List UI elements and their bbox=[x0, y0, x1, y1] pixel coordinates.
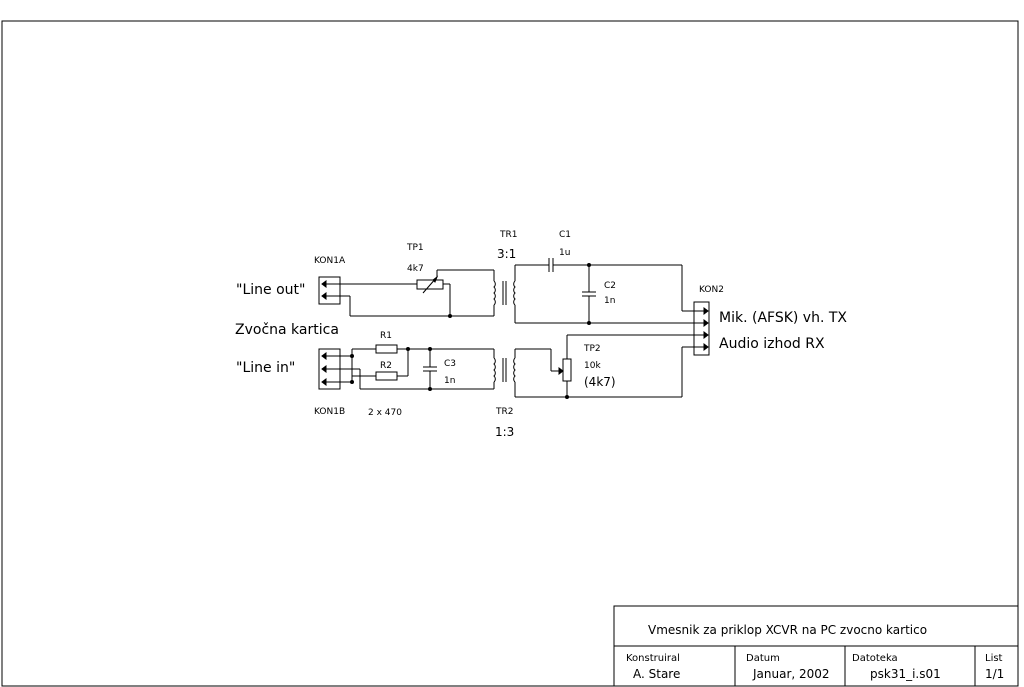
tr2-ratio: 1:3 bbox=[495, 425, 514, 439]
tr1-ref: TR1 bbox=[499, 230, 517, 240]
kon2-label: KON2 bbox=[699, 285, 724, 295]
tp2-value: 10k bbox=[584, 361, 601, 371]
tp2-ref: TP2 bbox=[583, 344, 601, 354]
audio-rx-label: Audio izhod RX bbox=[719, 336, 825, 352]
drawing-title: Vmesnik za priklop XCVR na PC zvocno kar… bbox=[648, 623, 927, 637]
kon1b-label: KON1B bbox=[314, 407, 345, 417]
tr1-ratio: 3:1 bbox=[497, 247, 516, 261]
date-label: Datum bbox=[746, 653, 780, 664]
c2-value: 1n bbox=[604, 296, 615, 306]
designer-label: Konstruiral bbox=[626, 653, 680, 664]
title-block-frame bbox=[613, 605, 1019, 687]
bottom-junctions bbox=[350, 347, 569, 399]
tp1-ref: TP1 bbox=[406, 243, 424, 253]
connector-kon2 bbox=[693, 301, 710, 356]
c1-value: 1u bbox=[559, 248, 570, 258]
top-junctions bbox=[448, 263, 591, 325]
connector-kon1a bbox=[318, 276, 341, 305]
sheet-border bbox=[1, 20, 1019, 687]
mic-tx-label: Mik. (AFSK) vh. TX bbox=[719, 310, 847, 326]
tr2-ref: TR2 bbox=[495, 407, 513, 417]
connector-kon1b bbox=[318, 348, 341, 390]
c3-value: 1n bbox=[444, 376, 455, 386]
tp2-alt-value: (4k7) bbox=[584, 375, 616, 389]
sheet-value: 1/1 bbox=[985, 667, 1004, 681]
r-value: 2 x 470 bbox=[368, 408, 402, 418]
c2-ref: C2 bbox=[604, 281, 616, 291]
tp1-value: 4k7 bbox=[407, 264, 424, 274]
file-label: Datoteka bbox=[852, 653, 898, 664]
c1-ref: C1 bbox=[559, 230, 571, 240]
r1-ref: R1 bbox=[380, 331, 392, 341]
soundcard-label: Zvočna kartica bbox=[235, 322, 339, 338]
sheet-label: List bbox=[985, 653, 1003, 664]
file-value: psk31_i.s01 bbox=[870, 667, 941, 681]
r2-ref: R2 bbox=[380, 361, 392, 371]
c3-ref: C3 bbox=[444, 359, 456, 369]
designer-value: A. Stare bbox=[633, 667, 680, 681]
line-out-label: "Line out" bbox=[236, 282, 305, 298]
date-value: Januar, 2002 bbox=[752, 667, 830, 681]
kon1a-label: KON1A bbox=[314, 256, 346, 266]
bottom-circuit-wiring bbox=[340, 334, 694, 398]
top-circuit-wiring bbox=[340, 258, 694, 324]
line-in-label: "Line in" bbox=[236, 360, 295, 376]
